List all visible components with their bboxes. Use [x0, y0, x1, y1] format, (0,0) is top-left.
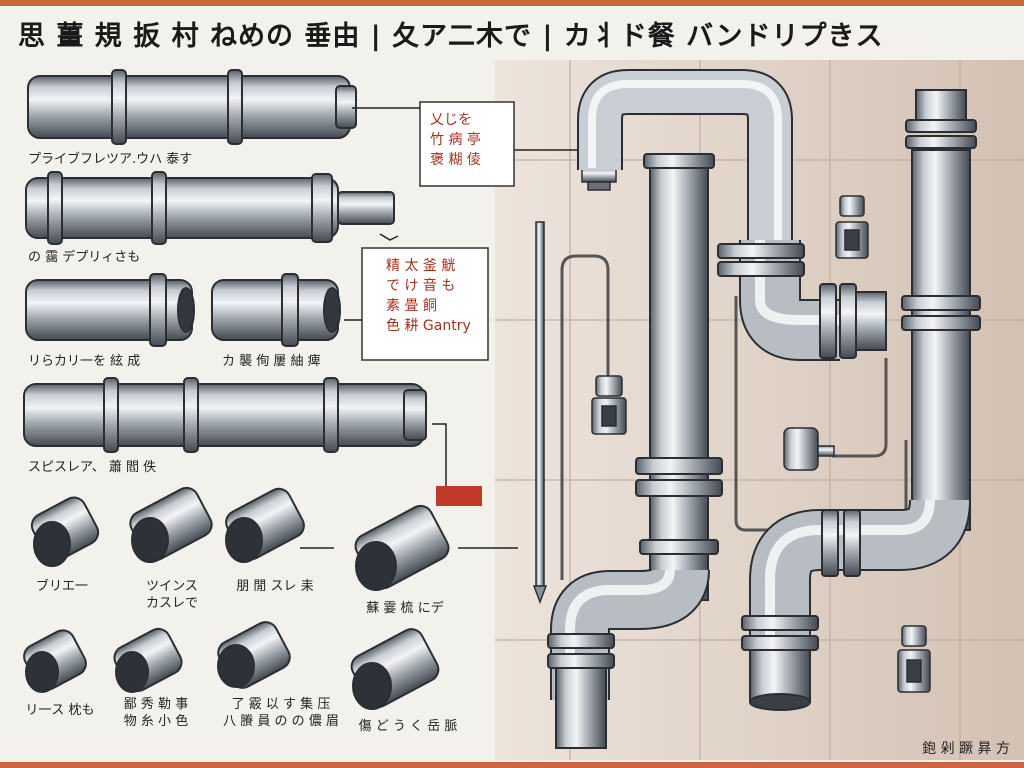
- main-pipe-upper-elbow: [577, 69, 793, 270]
- main-pipe-right-vertical: [901, 89, 981, 531]
- fitting-7-label: 了 霰 以 す 集 压 八 賸 員 の の 儂 眉: [223, 697, 339, 729]
- fitting-6: [113, 627, 183, 693]
- fitting-8: [350, 628, 440, 710]
- fitting-1-label: ブリエ一: [35, 579, 88, 594]
- main-pipe-left-vertical: [635, 153, 723, 601]
- middle-flanges: [717, 243, 887, 359]
- main-pipe-right-lower-elbow: [749, 498, 971, 700]
- page-title: 思 薑 規 扳 村 ねめの 垂由 | 夂ア二木で | カ丬ド餐 バンドリプきス: [18, 21, 884, 52]
- right-lower-flanges: [741, 509, 861, 711]
- fitting-4-label: 蘇 霎 梳 にデ: [366, 601, 444, 616]
- pipe-1-label: プライブフレツア.ウハ 泰す: [28, 152, 193, 167]
- pipe-2-label: の 靄 デプリィさも: [28, 250, 141, 265]
- pipe-3b-label: カ 襲 侚 屢 紬 痺: [222, 354, 321, 369]
- pipe-3a: [25, 273, 195, 347]
- fitting-6-label: 鄙 秀 勒 事 物 糸 小 色: [123, 697, 189, 729]
- valve-right-lower: [897, 625, 931, 693]
- fitting-5-label: リ一ス 枕も: [25, 703, 95, 718]
- valve-right-mid: [783, 427, 835, 471]
- main-pipe-lower-elbow: [550, 566, 710, 700]
- pipe-4-label: スピスレア、 蕭 閻 佚: [28, 460, 157, 475]
- fitting-8-label: 傷 ど う く 岳 脈: [358, 719, 458, 734]
- callout-box-mid: [361, 247, 489, 361]
- callout-box-top: [419, 101, 515, 187]
- fitting-3: [225, 487, 305, 563]
- fitting-2: [129, 486, 213, 563]
- fitting-2-label: ツインス カスレで: [145, 579, 198, 611]
- thin-rod: [532, 221, 548, 605]
- fitting-3-label: 朋 閒 スレ 耒: [236, 579, 314, 594]
- footer-credit: 鉋 剁 蹶 昪 方: [922, 741, 1010, 757]
- main-pipe-middle-elbow: [739, 240, 840, 361]
- pipe-2: [25, 171, 395, 245]
- pipe-1: [27, 69, 357, 145]
- top-accent-bar: [0, 0, 1024, 6]
- fitting-4: [354, 504, 450, 591]
- pipe-3b: [211, 273, 341, 347]
- fitting-5: [23, 629, 87, 693]
- main-pipe-lower-flanges: [547, 633, 615, 749]
- valve-mid: [591, 375, 627, 435]
- callout-top-text: 乂じを 竹 病 亭 褒 糊 倰: [430, 112, 481, 168]
- valve-top: [581, 167, 617, 191]
- valve-right-upper: [835, 195, 869, 259]
- red-marker-block: [436, 486, 482, 506]
- pipe-3a-label: リらカリ一を 絃 成: [28, 354, 141, 369]
- bottom-accent-bar: [0, 762, 1024, 768]
- callout-mid-text: 精 太 釜 觥 で け 音 も 素 畳 餇 色 耕 Gantry: [386, 258, 471, 334]
- fitting-1: [30, 496, 100, 567]
- pipe-4: [23, 377, 427, 453]
- fitting-7: [217, 621, 291, 689]
